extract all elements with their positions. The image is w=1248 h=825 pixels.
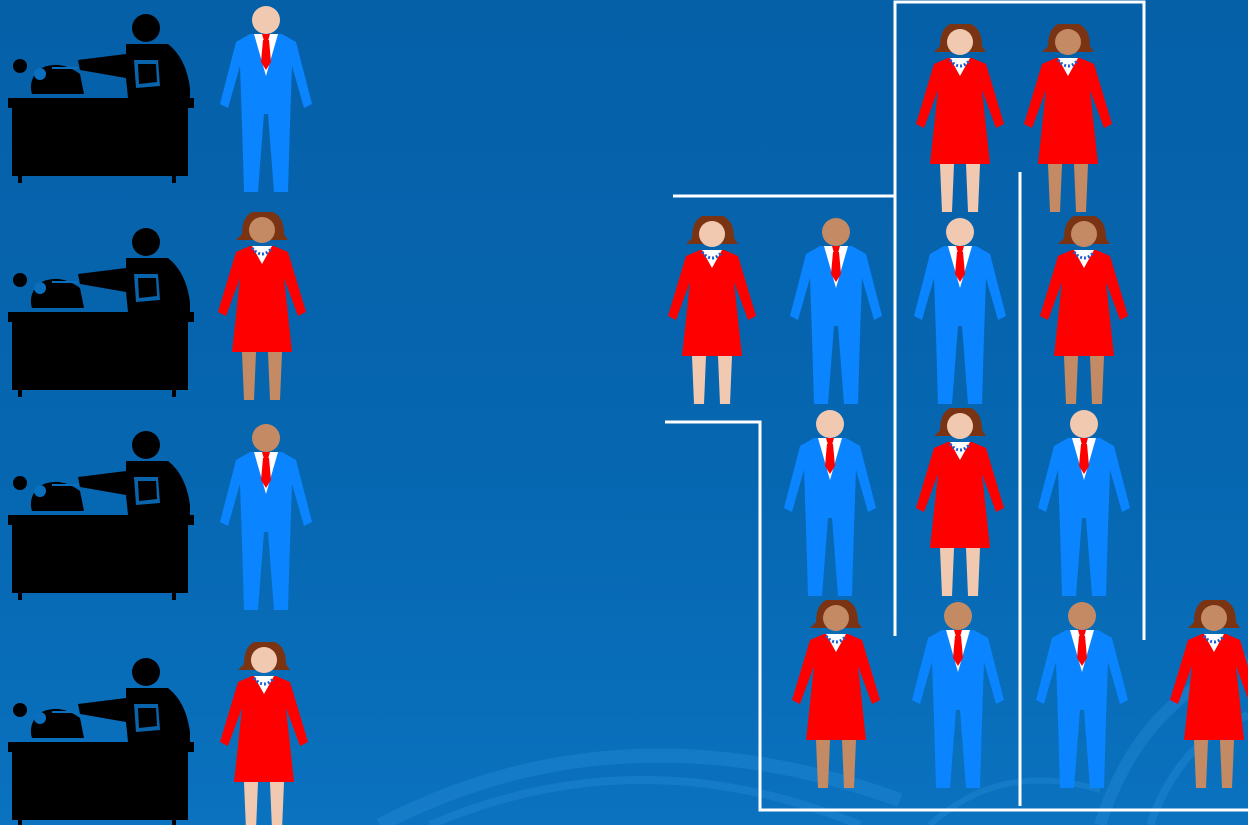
woman-in-queue-icon: [910, 408, 1010, 598]
woman-in-queue-icon: [1018, 24, 1118, 214]
man-in-queue-icon: [910, 216, 1010, 406]
woman-customer-icon: [214, 642, 314, 825]
man-in-queue-icon: [780, 408, 880, 598]
woman-in-queue-icon: [1164, 600, 1248, 790]
woman-in-queue-icon: [1034, 216, 1134, 406]
desk-clerk-icon: [8, 8, 198, 183]
woman-customer-icon: [212, 212, 312, 402]
desk-clerk-icon: [8, 222, 198, 397]
woman-in-queue-icon: [910, 24, 1010, 214]
desk-clerk-icon: [8, 425, 198, 600]
desk-clerk-icon: [8, 652, 198, 825]
man-in-queue-icon: [908, 600, 1008, 790]
man-customer-icon: [216, 422, 316, 612]
woman-in-queue-icon: [786, 600, 886, 790]
man-in-queue-icon: [786, 216, 886, 406]
man-in-queue-icon: [1034, 408, 1134, 598]
man-in-queue-icon: [1032, 600, 1132, 790]
woman-in-queue-icon: [662, 216, 762, 406]
man-customer-icon: [216, 4, 316, 194]
